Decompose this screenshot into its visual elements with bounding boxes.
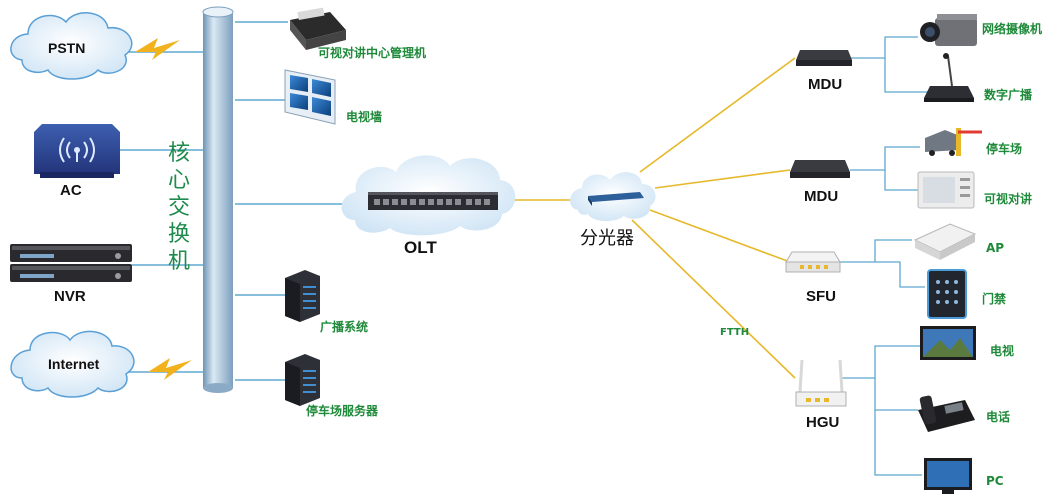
splitter-label: 分光器 (580, 228, 634, 249)
mdu1-label: MDU (808, 76, 843, 93)
intercom-center-label: 可视对讲中心管理机 (318, 46, 427, 60)
internet-lightning (148, 358, 192, 380)
ap-device (913, 223, 977, 260)
tv-device (920, 326, 976, 360)
endpoint-links (840, 36, 930, 476)
intercom-center-device (290, 7, 346, 50)
digital-broadcast-device (924, 53, 974, 102)
nvr-label: NVR (54, 288, 86, 305)
core-switch-label: 核心交换机 (168, 141, 191, 274)
broadcast-label: 广播系统 (320, 320, 369, 334)
pstn-cloud (10, 12, 133, 80)
pstn-lightning (135, 38, 180, 60)
fiber-links (505, 57, 796, 379)
phone-device (918, 395, 975, 432)
sfu-device (785, 251, 841, 273)
nvr-device (10, 244, 132, 282)
tv-label: 电视 (990, 344, 1015, 358)
pc-label: PC (986, 474, 1004, 488)
mdu1-device (796, 50, 852, 66)
broadcast-server-device (285, 270, 320, 322)
olt-device (368, 192, 498, 210)
olt-label: OLT (404, 238, 437, 257)
sfu-label: SFU (806, 288, 836, 305)
access-control-label: 门禁 (982, 292, 1007, 306)
hgu-label: HGU (806, 414, 840, 431)
core-switch-pipe (202, 6, 234, 393)
ftth-label: FTTH (720, 327, 750, 338)
parking-server-device (285, 354, 320, 406)
camera-device (920, 14, 977, 46)
camera-label: 网络摄像机 (982, 22, 1043, 36)
digital-broadcast-label: 数字广播 (984, 88, 1033, 102)
internet-cloud (10, 330, 135, 398)
video-intercom-label: 可视对讲 (984, 192, 1033, 206)
splitter-device (588, 192, 644, 206)
ap-label: AP (986, 241, 1005, 255)
parking-device (925, 128, 982, 156)
phone-label: 电话 (986, 410, 1011, 424)
tv-wall-device (284, 69, 336, 125)
access-control-device (927, 269, 967, 319)
hgu-device (795, 359, 847, 407)
pc-device (924, 458, 972, 494)
internet-label: Internet (48, 356, 100, 372)
pstn-label: PSTN (48, 40, 86, 56)
video-intercom-device (917, 171, 975, 209)
ac-label: AC (60, 182, 82, 199)
parking-label: 停车场 (986, 142, 1023, 156)
parking-server-label: 停车场服务器 (306, 404, 379, 418)
ac-device (34, 124, 120, 178)
mdu2-label: MDU (804, 188, 839, 205)
tv-wall-label: 电视墙 (346, 110, 383, 124)
mdu2-device (790, 160, 850, 178)
